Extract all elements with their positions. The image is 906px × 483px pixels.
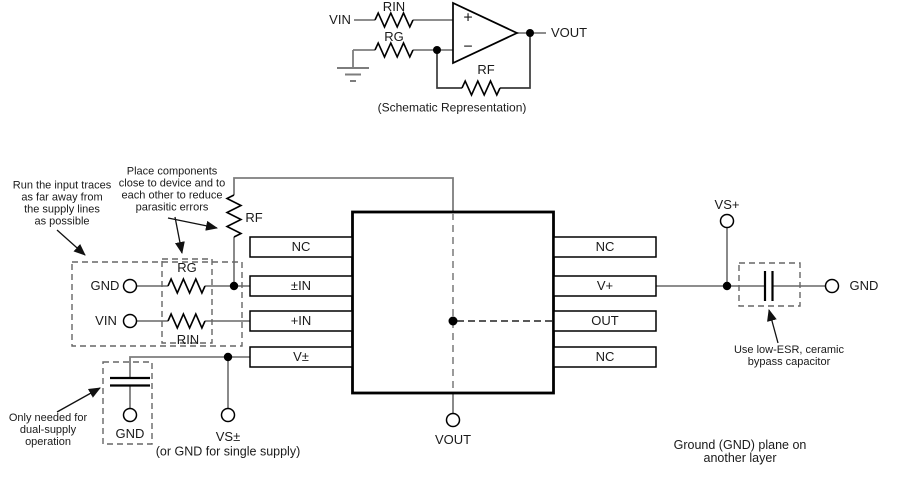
arrow-dual-supply [56,387,101,413]
vs-dual-note: (or GND for single supply) [155,444,301,459]
rg-label: RG [384,29,404,45]
pin-label-right-nc1: NC [595,239,615,255]
annotation-bypass: Use low-ESR, ceramic bypass capacitor [733,344,845,368]
terminal-vin-input [122,313,138,329]
junction-dot [722,281,732,291]
terminals [122,213,840,428]
vout-terminal-label: VOUT [434,432,472,448]
junction-dot [229,281,239,291]
vs-dual-label: VS± [215,429,241,445]
opamp-triangle [452,1,520,65]
junction-dot [223,352,233,362]
vin-input-label: VIN [95,313,117,329]
dual-supply-cap-box [102,361,153,445]
terminal-gnd-supply-cap [122,407,138,423]
junction-dot [526,29,534,37]
annotation-dual-supply: Only needed for dual-supply operation [8,412,88,448]
resistor-rin [374,11,414,29]
via-dot [448,316,458,326]
pin-pad-left-pin [249,310,353,332]
components-box [161,258,213,344]
pin-pad-right-out [553,310,657,332]
arrow-bypass [767,309,779,344]
annotation-input-traces: Run the input traces as far away from th… [12,179,112,227]
schematic-representation [337,1,546,97]
arrow-place-components-box [174,216,185,254]
vout-label: VOUT [550,25,588,41]
pin-pad-right-vp [553,275,657,297]
resistor-rg-layout [167,277,206,295]
pin-label-right-vp: V+ [596,278,614,294]
ground-symbol [337,67,369,82]
terminal-gnd-input [122,278,138,294]
terminal-vout [445,412,461,428]
rg-layout-label: RG [177,260,197,276]
layout-wires [129,177,825,413]
arrow-input-traces [56,229,86,256]
supply-capacitor [110,376,150,387]
rf-label: RF [477,62,495,78]
pin-label-left-pin: +IN [290,313,312,329]
pin-pad-right-nc1 [553,236,657,258]
terminal-gnd-bypass [824,278,840,294]
pin-pad-left-v [249,346,353,368]
resistor-rg [374,41,414,59]
pin-label-left-in: ±IN [290,278,312,294]
input-traces-box [71,261,243,347]
schematic-caption: (Schematic Representation) [377,100,527,115]
terminal-vs-plus [719,213,735,229]
pin-pads [249,236,657,368]
resistor-rf-layout [225,194,243,238]
junction-dot [433,46,441,54]
feedback-path [436,33,531,89]
bypass-cap-box [738,262,801,307]
vin-label: VIN [329,12,351,28]
rin-label: RIN [382,0,406,15]
pin-pad-left-nc [249,236,353,258]
resistor-rin-layout [167,312,206,330]
gnd-supply-cap-label: GND [115,426,145,442]
annotation-place-components: Place components close to device and to … [118,165,226,213]
schematic-wires [352,19,546,68]
dashed-boxes [71,258,801,445]
pin-pad-right-nc2 [553,346,657,368]
resistor-rf [461,79,501,97]
pin-label-left-v: V± [293,349,309,365]
pin-label-right-out: OUT [591,313,619,329]
gnd-input-label: GND [90,278,120,294]
pin-pad-left-in [249,275,353,297]
bypass-capacitor [763,271,774,301]
opamp-minus-sign: − [463,38,473,56]
annotation-arrows [56,216,779,413]
pin-label-left-nc: NC [291,239,311,255]
opamp-plus-sign: + [463,9,473,27]
terminal-vs-dual [220,407,236,423]
vs-plus-label: VS+ [714,197,740,213]
pcb-layout [56,177,840,445]
gnd-bypass-label: GND [849,278,879,294]
rin-layout-label: RIN [176,332,200,348]
rf-layout-label: RF [245,210,263,226]
pin-label-right-nc2: NC [595,349,615,365]
annotation-gnd-plane: Ground (GND) plane on another layer [673,437,807,465]
